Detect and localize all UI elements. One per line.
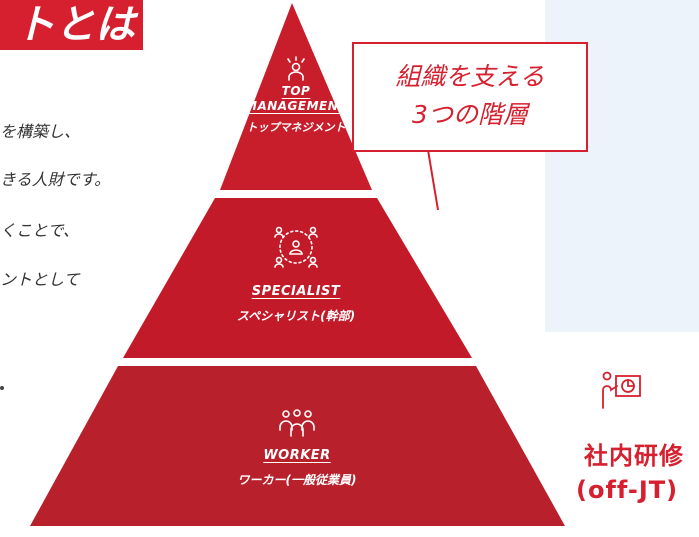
page-title: トとは <box>0 0 143 50</box>
tier-middle-en: SPECIALIST <box>251 284 341 299</box>
tier-bottom-jp: ワーカー(一般従業員) <box>237 473 357 487</box>
body-text-line-2: きる人財です。 <box>0 170 111 189</box>
callout-box: 組織を支える 3つの階層 <box>352 42 588 152</box>
tier-top: TOP MANAGEMENT トップマネジメント <box>222 56 370 135</box>
tier-bottom: WORKER ワーカー(一般従業員) <box>212 408 382 488</box>
tier-bottom-shape <box>30 366 565 526</box>
tier-bottom-en: WORKER <box>263 448 331 463</box>
group-icon <box>279 409 315 437</box>
tier-top-en-line1: TOP <box>281 84 311 98</box>
callout-line-2: 3つの階層 <box>412 100 528 129</box>
right-item-label-2: (off-JT) <box>576 476 679 504</box>
page-title-text: トとは <box>15 2 135 48</box>
body-text-line-3: くことで、 <box>0 221 79 240</box>
presentation-icon <box>602 371 641 409</box>
bullet-dot <box>0 386 4 390</box>
tier-middle-shape <box>123 198 472 358</box>
tier-middle: SPECIALIST スペシャリスト(幹部) <box>215 222 377 324</box>
tier-middle-jp: スペシャリスト(幹部) <box>236 309 356 323</box>
callout-line-1: 組織を支える <box>395 62 545 91</box>
callout-pointer <box>427 149 439 211</box>
team-network-icon <box>274 226 318 268</box>
leader-icon <box>287 56 305 81</box>
tier-top-en-line2: MANAGEMENT <box>245 99 347 113</box>
body-text-line-1: を構築し、 <box>0 122 81 141</box>
body-text-line-4: ントとして <box>0 270 80 289</box>
tier-top-shape <box>220 3 372 190</box>
tier-top-jp: トップマネジメント <box>246 121 346 134</box>
right-item-label-1: 社内研修 <box>584 442 684 470</box>
